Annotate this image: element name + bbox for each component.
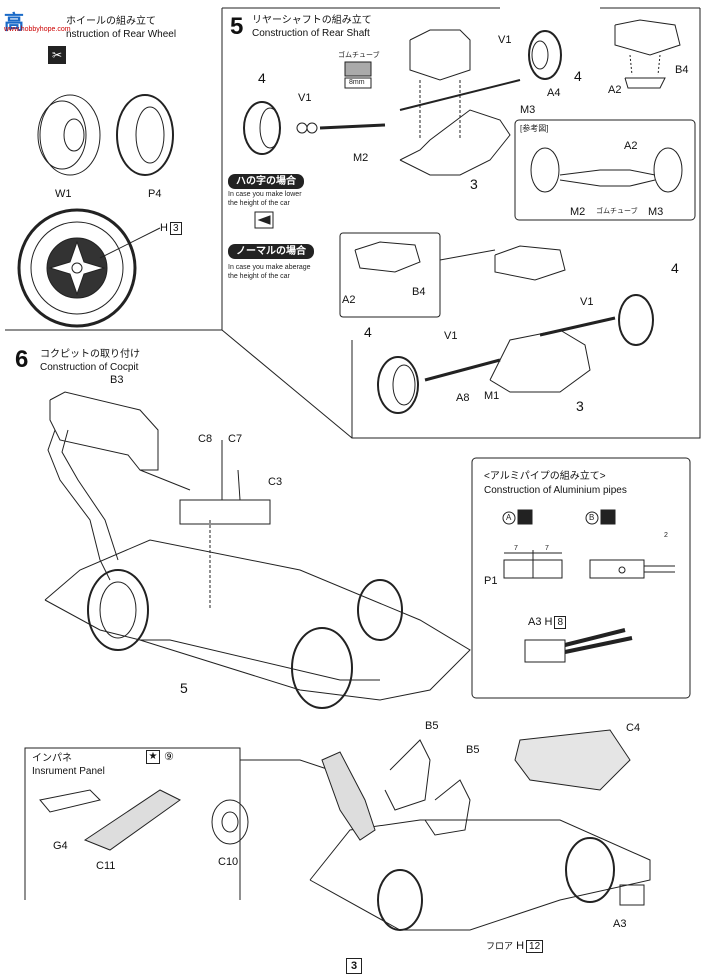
aluminium-title-en: Construction of Aluminium pipes: [484, 485, 627, 496]
part-w1: W1: [55, 188, 72, 200]
reference-a2: A2: [624, 140, 638, 152]
tire-4-right-a: [528, 30, 562, 80]
part-p1: P1: [484, 575, 498, 587]
part-3-a: 3: [470, 176, 478, 192]
divider-diagonal: [221, 329, 353, 439]
lower-chassis: [309, 819, 651, 931]
option-lower-desc-2: the height of the car: [228, 200, 290, 207]
watermark-site: www.hobbyhope.com: [4, 26, 71, 33]
tire-4-normal-left: [377, 356, 419, 414]
divider-step4: [5, 8, 223, 331]
reference-tube: ゴムチューブ: [596, 208, 638, 215]
tire-4-normal-right: [618, 294, 654, 346]
part-4-left-a: 4: [258, 70, 266, 86]
normal-part-b4: B4: [412, 286, 426, 298]
part-5: 5: [180, 680, 188, 696]
floor-jp: フロア: [486, 941, 514, 951]
step6-number: 6: [15, 346, 29, 373]
normal-part-v1-left: V1: [444, 330, 458, 342]
reference-m3: M3: [648, 206, 664, 218]
part-h8-number: 8: [554, 616, 567, 629]
floor-h: H: [516, 940, 525, 952]
marker-a: A: [506, 513, 512, 522]
part-a3-lower: A3: [613, 918, 627, 930]
divider-step5-right: [351, 8, 701, 439]
tire-p4: [116, 94, 174, 176]
normal-part-a8: A8: [456, 392, 470, 404]
step5-title-jp: リヤーシャフトの組み立て: [252, 15, 372, 26]
cocpit-b3: [49, 391, 159, 471]
option-lower-badge: ハの字の場合: [228, 174, 304, 189]
part-c11: C11: [96, 860, 116, 872]
part-b3: B3: [110, 374, 124, 386]
step4-title-jp: ホイールの組み立て: [66, 16, 156, 27]
option-lower-desc-1: In case you make lower: [228, 191, 302, 198]
normal-part-v1-right: V1: [580, 296, 594, 308]
option-normal-desc-1: In case you make aberage: [228, 264, 311, 271]
part-b4-inset: B4: [675, 64, 689, 76]
marker-b: B: [589, 513, 595, 522]
part-m2: M2: [353, 152, 369, 164]
part-h-label: H: [544, 616, 553, 628]
rubber-tube-label: ゴムチューブ: [338, 52, 380, 59]
step5-number: 5: [230, 13, 244, 40]
part-a2-inset: A2: [608, 84, 622, 96]
aluminium-title-jp: <アルミパイプの組み立て>: [484, 471, 606, 482]
part-h3-label: H: [160, 222, 168, 234]
wheel-w1-rim: [39, 94, 101, 176]
aluminium-box: [471, 457, 691, 699]
page-number: 3: [346, 958, 362, 974]
step6-title-en: Construction of Cocpit: [40, 362, 139, 373]
part-h3-number: 3: [169, 222, 182, 235]
option-normal-badge: ノーマルの場合: [228, 244, 314, 259]
part-v1-right-a: V1: [498, 34, 512, 46]
normal-part-a2: A2: [342, 294, 356, 306]
part-a4: A4: [547, 87, 561, 99]
reference-m2: M2: [570, 206, 586, 218]
chassis-step6: [44, 539, 471, 701]
part-4-right-a: 4: [574, 68, 582, 84]
reference-box: [514, 119, 696, 221]
part-p4: P4: [148, 188, 162, 200]
part-c10: C10: [218, 856, 239, 868]
dim-2: 2: [664, 532, 668, 539]
part-a3-label: A3: [528, 616, 542, 628]
watermark-logo: 高 www.hobbyhope.com: [4, 6, 71, 34]
instrument-panel-title-jp: インパネ: [32, 753, 72, 764]
dim-7-a: 7: [514, 545, 518, 552]
normal-part-3: 3: [576, 398, 584, 414]
instrument-panel-title-en: Insrument Panel: [32, 766, 105, 777]
floor-number: 12: [526, 940, 544, 953]
part-m3: M3: [520, 104, 536, 116]
measure-8mm: 8mm: [349, 79, 365, 86]
wheel-assembled: [17, 208, 137, 328]
normal-inset-box: [339, 232, 441, 318]
normal-part-4-right: 4: [671, 260, 679, 276]
part-c3: C3: [268, 476, 283, 488]
part-c7: C7: [228, 433, 243, 445]
instrument-panel-box: [24, 747, 241, 900]
watermark-logo-text: 高: [4, 12, 24, 34]
step5-title-en: Construction of Rear Shaft: [252, 28, 370, 39]
normal-part-m1: M1: [484, 390, 500, 402]
part-v1-left-a: V1: [298, 92, 312, 104]
paint-number: ⑨: [164, 751, 174, 763]
part-b5-a: B5: [425, 720, 439, 732]
option-normal-desc-2: the height of the car: [228, 273, 290, 280]
step6-title-jp: コクピットの取り付け: [40, 349, 140, 360]
part-g4: G4: [53, 840, 68, 852]
glue-icon: ✂: [48, 46, 66, 64]
part-c4: C4: [626, 722, 641, 734]
normal-part-4-left: 4: [364, 324, 372, 340]
step4-title-en: nstruction of Rear Wheel: [66, 29, 177, 40]
dim-7-b: 7: [545, 545, 549, 552]
reference-title: [参考図]: [520, 124, 549, 133]
part-c8: C8: [198, 433, 213, 445]
part-b5-b: B5: [466, 744, 480, 756]
paint-icon: ★: [146, 750, 160, 764]
